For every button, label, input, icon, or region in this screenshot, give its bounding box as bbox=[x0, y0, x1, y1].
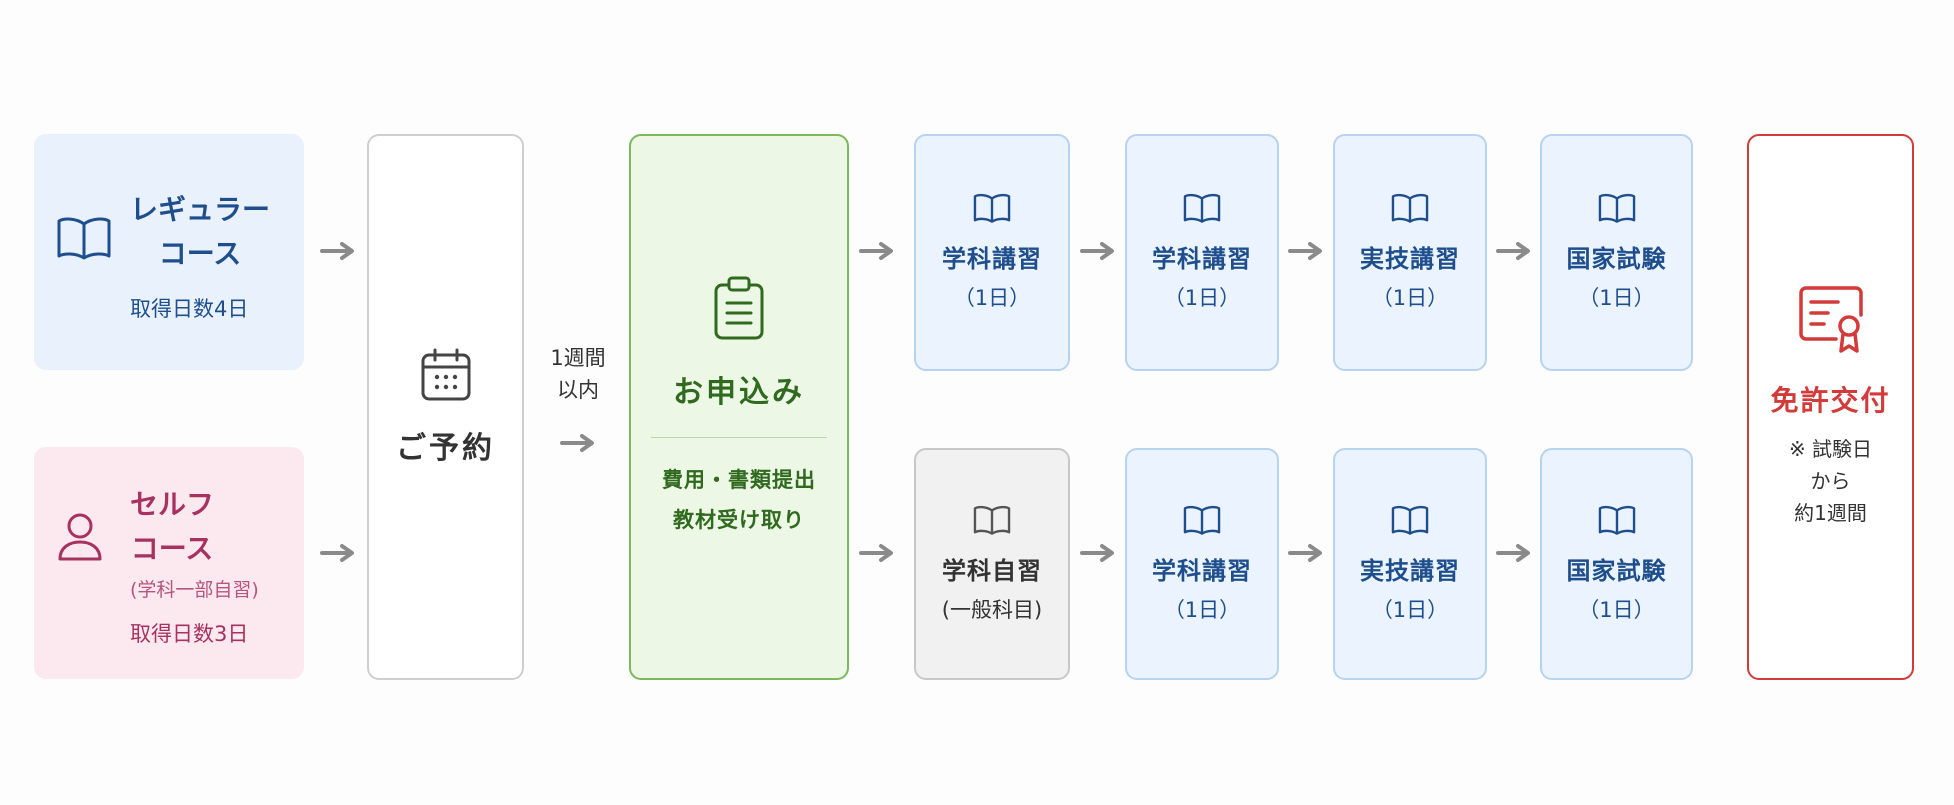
regular-course-card: レギュラー コース 取得日数4日 bbox=[34, 134, 304, 370]
arrow-top-3-4 bbox=[1496, 241, 1534, 261]
clipboard-icon bbox=[713, 275, 765, 345]
reserve-label: ご予約 bbox=[396, 431, 495, 466]
regular-course-title-line2: コース bbox=[158, 237, 242, 270]
arrow-self-to-reserve bbox=[320, 543, 358, 563]
certificate-icon bbox=[1798, 285, 1864, 359]
arrow-regular-to-reserve bbox=[320, 241, 358, 261]
regular-course-title-line1: レギュラー bbox=[130, 193, 271, 226]
top-step-4-sub: （1日） bbox=[1578, 286, 1655, 310]
arrow-top-1-2 bbox=[1080, 241, 1118, 261]
bottom-step-3-title: 実技講習 bbox=[1360, 556, 1460, 585]
top-step-4: 国家試験 （1日） bbox=[1540, 134, 1693, 371]
arrow-apply-to-bottom-row bbox=[859, 543, 897, 563]
bottom-step-2: 学科講習 （1日） bbox=[1125, 448, 1279, 680]
self-course-title-line2: コース bbox=[130, 532, 214, 565]
top-step-4-title: 国家試験 bbox=[1566, 245, 1667, 273]
license-note-line2: から bbox=[1810, 469, 1851, 493]
bottom-step-2-sub: （1日） bbox=[1163, 597, 1241, 622]
bottom-step-3-sub: （1日） bbox=[1371, 597, 1449, 622]
license-note-line1: ※ 試験日 bbox=[1788, 437, 1873, 461]
self-course-title-line1: セルフ bbox=[130, 488, 215, 521]
top-step-3-sub: （1日） bbox=[1371, 286, 1449, 310]
license-note-line3: 約1週間 bbox=[1794, 501, 1867, 525]
top-step-1-sub: （1日） bbox=[953, 286, 1031, 310]
book-icon bbox=[1597, 193, 1637, 227]
arrow-bottom-1-2 bbox=[1080, 543, 1118, 563]
book-icon bbox=[972, 193, 1012, 227]
book-icon bbox=[1597, 505, 1637, 539]
interval-label: 1週間 以内 bbox=[538, 342, 618, 406]
bottom-step-4-sub: （1日） bbox=[1578, 597, 1655, 622]
arrow-apply-to-top-row bbox=[859, 241, 897, 261]
bottom-step-1-title: 学科自習 bbox=[942, 556, 1042, 585]
book-icon bbox=[1390, 193, 1430, 227]
top-step-1: 学科講習 （1日） bbox=[914, 134, 1070, 371]
book-icon bbox=[1390, 505, 1430, 539]
apply-detail: 費用・書類提出 教材受け取り bbox=[662, 460, 816, 540]
book-icon bbox=[1182, 505, 1222, 539]
reserve-card: ご予約 bbox=[367, 134, 524, 680]
arrow-top-2-3 bbox=[1288, 241, 1326, 261]
bottom-step-4-title: 国家試験 bbox=[1566, 556, 1667, 585]
interval-line2: 以内 bbox=[557, 378, 599, 402]
book-icon bbox=[1182, 193, 1222, 227]
regular-course-days: 取得日数4日 bbox=[130, 297, 249, 321]
bottom-step-1: 学科自習 (一般科目) bbox=[914, 448, 1070, 680]
book-icon bbox=[56, 216, 112, 264]
apply-divider bbox=[651, 436, 827, 438]
book-icon bbox=[972, 505, 1012, 539]
interval-line1: 1週間 bbox=[550, 346, 606, 370]
apply-detail-line1: 費用・書類提出 bbox=[662, 467, 816, 492]
self-course-days: 取得日数3日 bbox=[130, 622, 249, 646]
license-card: 免許交付 ※ 試験日 から 約1週間 bbox=[1747, 134, 1914, 680]
top-step-2-title: 学科講習 bbox=[1152, 245, 1252, 273]
top-step-3: 実技講習 （1日） bbox=[1333, 134, 1487, 371]
self-course-note: (学科一部自習) bbox=[130, 579, 259, 601]
license-note: ※ 試験日 から 約1週間 bbox=[1789, 433, 1872, 529]
license-title: 免許交付 bbox=[1770, 384, 1891, 417]
person-icon bbox=[56, 511, 104, 567]
top-step-2-sub: （1日） bbox=[1163, 286, 1241, 310]
apply-detail-line2: 教材受け取り bbox=[673, 507, 805, 532]
bottom-step-1-sub: (一般科目) bbox=[941, 597, 1043, 622]
calendar-icon bbox=[420, 347, 472, 407]
bottom-step-3: 実技講習 （1日） bbox=[1333, 448, 1487, 680]
arrow-bottom-2-3 bbox=[1288, 543, 1326, 563]
arrow-reserve-to-apply bbox=[560, 433, 598, 453]
apply-card: お申込み 費用・書類提出 教材受け取り bbox=[629, 134, 849, 680]
top-step-3-title: 実技講習 bbox=[1360, 245, 1460, 273]
top-step-1-title: 学科講習 bbox=[942, 245, 1042, 273]
arrow-bottom-3-4 bbox=[1496, 543, 1534, 563]
top-step-2: 学科講習 （1日） bbox=[1125, 134, 1279, 371]
bottom-step-2-title: 学科講習 bbox=[1152, 556, 1252, 585]
self-course-card: セルフ コース (学科一部自習) 取得日数3日 bbox=[34, 447, 304, 679]
apply-title: お申込み bbox=[673, 374, 805, 410]
bottom-step-4: 国家試験 （1日） bbox=[1540, 448, 1693, 680]
